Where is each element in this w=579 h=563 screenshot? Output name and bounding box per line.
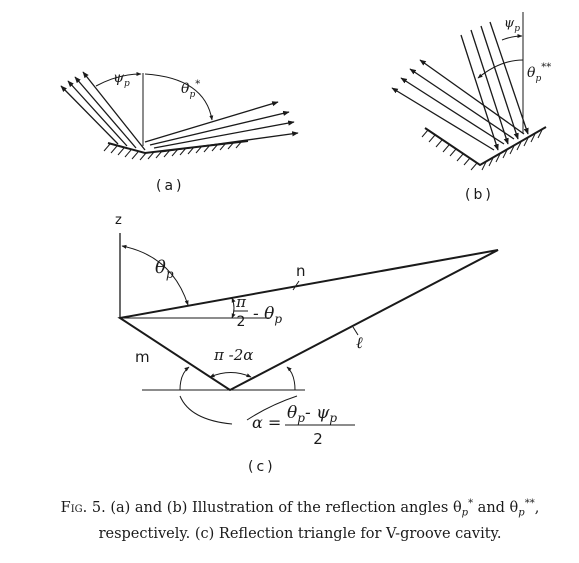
panel-c-alpha-formula: α = θp- ψp 2: [252, 403, 355, 448]
panel-c-theta-arc: [121, 244, 189, 306]
panel-a-theta-arc: [144, 73, 214, 121]
svg-text:θp- ψp: θp- ψp: [287, 403, 337, 425]
caption-sub-1: p: [461, 507, 469, 519]
panel-c-z-label: z: [115, 213, 122, 228]
panel-a-theta-label: θp*: [181, 79, 200, 100]
caption-fig-label: Fig. 5.: [60, 499, 106, 516]
panel-b-psi-arc: [501, 34, 523, 41]
caption-sup-2: **: [524, 498, 535, 509]
panel-c-apex-arc: [209, 372, 252, 378]
panel-c-alpha-right-arc: [286, 366, 296, 391]
panel-c-triangle: [117, 249, 499, 392]
panel-a-psi-arc: [95, 72, 142, 87]
panel-b-theta-label: θp**: [527, 62, 551, 84]
panel-c-label: (c): [248, 459, 276, 475]
panel-c-side-m-label: m: [135, 348, 150, 366]
panel-b-incident-rays: [460, 21, 529, 151]
figure-caption: Fig. 5. (a) and (b) Illustration of the …: [40, 494, 560, 544]
caption-and: and θ: [473, 499, 519, 516]
panel-b: ψp θp** (b): [391, 12, 551, 203]
svg-text:α =: α =: [252, 413, 281, 432]
svg-text:2: 2: [313, 430, 323, 448]
panel-b-surface: [421, 126, 547, 171]
caption-line-1-end: ,: [534, 499, 540, 516]
panel-c-side-l-label: ℓ: [356, 333, 363, 352]
panel-c-alpha-left-arc: [179, 366, 190, 391]
caption-sub-2: p: [518, 507, 525, 519]
panel-a-psi-label: ψp: [113, 70, 130, 89]
panel-a-incident-rays: [60, 71, 146, 151]
caption-line-2: respectively. (c) Reflection triangle fo…: [98, 525, 502, 542]
panel-b-psi-label: ψp: [504, 16, 520, 34]
svg-text:π: π: [235, 293, 247, 311]
panel-b-reflected-rays: [391, 59, 525, 151]
panel-c-side-n-leader: [292, 280, 300, 291]
panel-c: z θp n ℓ m π 2 - θp π -2α: [115, 213, 499, 475]
caption-line-1-text: (a) and (b) Illustration of the reflecti…: [110, 499, 462, 516]
caption-line-1: Fig. 5. (a) and (b) Illustration of the …: [40, 494, 560, 524]
panel-a-label: (a): [156, 178, 185, 194]
panel-c-side-l-leader: [352, 326, 359, 336]
panel-c-alpha-leader-left: [179, 395, 233, 425]
panel-a: ψp θp* (a): [60, 70, 299, 194]
panel-c-apex-label: π -2α: [213, 346, 253, 364]
panel-b-label: (b): [465, 187, 494, 203]
panel-a-reflected-rays: [144, 101, 299, 153]
panel-b-theta-arc: [477, 59, 524, 79]
svg-text:2: 2: [237, 314, 246, 330]
panel-c-theta-label: θp: [155, 257, 174, 281]
panel-c-alpha-leader-right: [246, 395, 298, 421]
panel-c-top-angle-arc: [231, 297, 236, 319]
svg-text:- θp: - θp: [253, 304, 282, 326]
panel-c-side-n-label: n: [296, 262, 306, 280]
panel-c-top-angle-label: π 2 - θp: [234, 293, 282, 330]
caption-sup-1: *: [468, 498, 474, 509]
